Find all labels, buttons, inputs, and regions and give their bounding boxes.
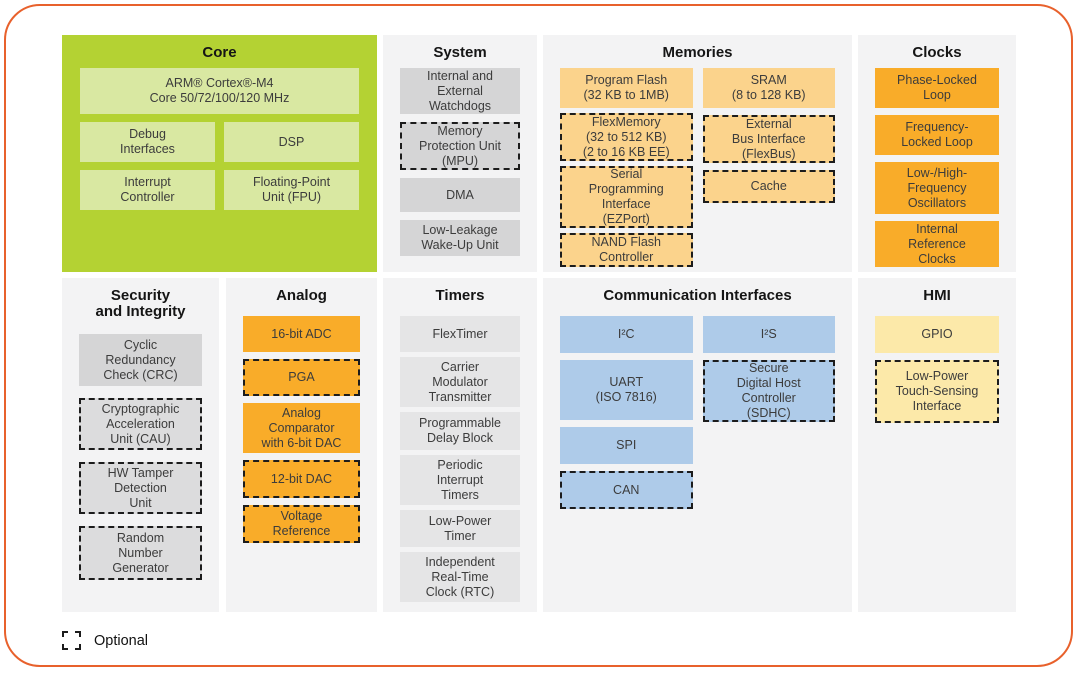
analog-block-column: 16-bit ADC PGA Analog Comparator with 6-… — [226, 316, 377, 543]
memories-right-column: SRAM (8 to 128 KB) External Bus Interfac… — [702, 68, 835, 267]
block-can: CAN — [560, 471, 693, 509]
block-watchdogs: Internal and External Watchdogs — [400, 68, 520, 114]
section-timers-title: Timers — [435, 287, 485, 304]
block-frequency-locked-loop: Frequency- Locked Loop — [875, 115, 999, 155]
block-uart: UART (ISO 7816) — [560, 360, 693, 420]
block-dma: DMA — [400, 178, 520, 212]
memories-columns: Program Flash (32 KB to 1MB) FlexMemory … — [543, 68, 852, 267]
section-communication-interfaces: Communication Interfaces I²C UART (ISO 7… — [543, 278, 852, 612]
block-internal-reference-clocks: Internal Reference Clocks — [875, 221, 999, 267]
block-debug-interfaces: Debug Interfaces — [80, 122, 215, 162]
block-flexbus: External Bus Interface (FlexBus) — [702, 115, 835, 163]
block-sram: SRAM (8 to 128 KB) — [702, 68, 835, 108]
block-oscillators: Low-/High- Frequency Oscillators — [875, 162, 999, 214]
block-arm-cortex-m4-core: ARM® Cortex®-M4 Core 50/72/100/120 MHz — [80, 68, 359, 114]
block-flexmemory: FlexMemory (32 to 512 KB) (2 to 16 KB EE… — [560, 113, 693, 161]
block-memory-protection-unit: Memory Protection Unit (MPU) — [400, 122, 520, 170]
security-block-column: Cyclic Redundancy Check (CRC) Cryptograp… — [62, 334, 219, 580]
comm-columns: I²C UART (ISO 7816) SPI CAN I²S Secure D… — [543, 316, 852, 509]
block-analog-comparator: Analog Comparator with 6-bit DAC — [243, 403, 360, 453]
block-i2c: I²C — [560, 316, 693, 353]
comm-left-column: I²C UART (ISO 7816) SPI CAN — [560, 316, 693, 509]
block-spi: SPI — [560, 427, 693, 464]
block-pga: PGA — [243, 359, 360, 396]
block-i2s: I²S — [702, 316, 835, 353]
section-security-and-integrity: Security and Integrity Cyclic Redundancy… — [62, 278, 219, 612]
block-program-flash: Program Flash (32 KB to 1MB) — [560, 68, 693, 108]
section-security-title: Security and Integrity — [95, 287, 186, 320]
timers-block-column: FlexTimer Carrier Modulator Transmitter … — [383, 316, 537, 602]
section-analog: Analog 16-bit ADC PGA Analog Comparator … — [226, 278, 377, 612]
section-core: Core ARM® Cortex®-M4 Core 50/72/100/120 … — [62, 35, 377, 272]
block-phase-locked-loop: Phase-Locked Loop — [875, 68, 999, 108]
block-random-number-generator: Random Number Generator — [79, 526, 202, 580]
block-ezport: Serial Programming Interface (EZPort) — [560, 166, 693, 228]
block-16bit-adc: 16-bit ADC — [243, 316, 360, 352]
optional-dashed-swatch — [62, 631, 81, 650]
block-low-power-timer: Low-Power Timer — [400, 510, 520, 547]
section-timers: Timers FlexTimer Carrier Modulator Trans… — [383, 278, 537, 612]
block-cache: Cache — [702, 170, 835, 203]
clocks-block-column: Phase-Locked Loop Frequency- Locked Loop… — [858, 68, 1016, 267]
block-sdhc: Secure Digital Host Controller (SDHC) — [702, 360, 835, 422]
block-gpio: GPIO — [875, 316, 999, 353]
block-touch-sensing-interface: Low-Power Touch-Sensing Interface — [875, 360, 999, 423]
block-hw-tamper-detection-unit: HW Tamper Detection Unit — [79, 462, 202, 514]
block-voltage-reference: Voltage Reference — [243, 505, 360, 543]
legend-optional: Optional — [62, 631, 148, 650]
section-clocks: Clocks Phase-Locked Loop Frequency- Lock… — [858, 35, 1016, 272]
section-memories-title: Memories — [662, 44, 733, 61]
block-interrupt-controller: Interrupt Controller — [80, 170, 215, 210]
memories-left-column: Program Flash (32 KB to 1MB) FlexMemory … — [560, 68, 693, 267]
core-block-grid: ARM® Cortex®-M4 Core 50/72/100/120 MHz D… — [62, 68, 377, 210]
section-hmi: HMI GPIO Low-Power Touch-Sensing Interfa… — [858, 278, 1016, 612]
hmi-block-column: GPIO Low-Power Touch-Sensing Interface — [858, 316, 1016, 423]
block-carrier-modulator-transmitter: Carrier Modulator Transmitter — [400, 357, 520, 407]
section-system: System Internal and External Watchdogs M… — [383, 35, 537, 272]
block-12bit-dac: 12-bit DAC — [243, 460, 360, 498]
block-cryptographic-acceleration-unit: Cryptographic Acceleration Unit (CAU) — [79, 398, 202, 450]
block-floating-point-unit: Floating-Point Unit (FPU) — [224, 170, 359, 210]
legend-optional-label: Optional — [94, 632, 149, 649]
block-flextimer: FlexTimer — [400, 316, 520, 352]
section-comm-title: Communication Interfaces — [603, 287, 792, 304]
block-programmable-delay-block: Programmable Delay Block — [400, 412, 520, 450]
section-core-title: Core — [202, 44, 237, 61]
section-clocks-title: Clocks — [912, 44, 962, 61]
block-real-time-clock: Independent Real-Time Clock (RTC) — [400, 552, 520, 602]
block-dsp: DSP — [224, 122, 359, 162]
block-crc: Cyclic Redundancy Check (CRC) — [79, 334, 202, 386]
block-nand-flash-controller: NAND Flash Controller — [560, 233, 693, 267]
system-block-column: Internal and External Watchdogs Memory P… — [383, 68, 537, 256]
section-hmi-title: HMI — [923, 287, 951, 304]
section-analog-title: Analog — [276, 287, 327, 304]
section-memories: Memories Program Flash (32 KB to 1MB) Fl… — [543, 35, 852, 272]
block-low-leakage-wakeup-unit: Low-Leakage Wake-Up Unit — [400, 220, 520, 256]
section-system-title: System — [433, 44, 487, 61]
comm-right-column: I²S Secure Digital Host Controller (SDHC… — [702, 316, 835, 509]
block-periodic-interrupt-timers: Periodic Interrupt Timers — [400, 455, 520, 505]
